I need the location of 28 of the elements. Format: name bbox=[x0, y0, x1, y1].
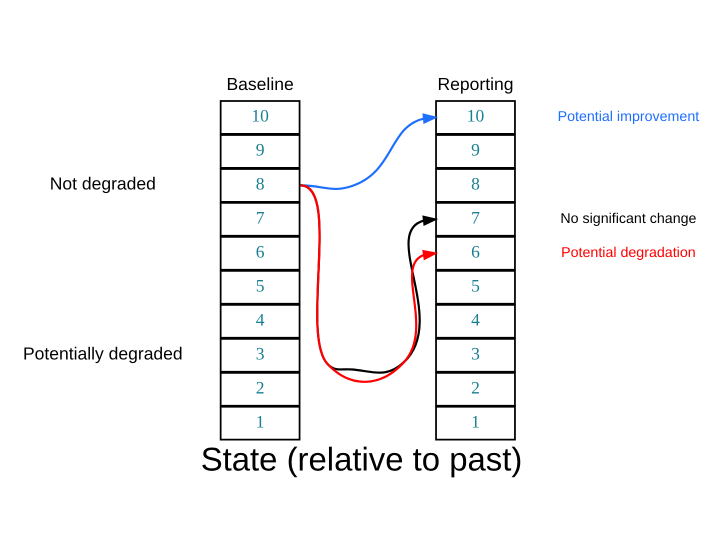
label: Potentially degraded bbox=[22, 342, 183, 363]
node-box: 3 bbox=[220, 337, 300, 372]
node-box: 10 bbox=[435, 100, 516, 134]
node-box: 6 bbox=[435, 236, 516, 270]
node-box: 10 bbox=[220, 100, 300, 134]
node-box: 4 bbox=[220, 303, 300, 338]
node-box: 4 bbox=[435, 303, 516, 338]
node-label: Potential improvement bbox=[558, 108, 700, 125]
node-box: 2 bbox=[435, 371, 516, 406]
node-box: 7 bbox=[435, 202, 516, 236]
node-box: 5 bbox=[435, 270, 516, 304]
node-label: No significant change bbox=[560, 210, 696, 227]
node-box: 2 bbox=[220, 371, 300, 406]
node-box: 9 bbox=[435, 134, 516, 168]
caption: State (relative to past) bbox=[200, 440, 522, 477]
node-box: 8 bbox=[435, 168, 516, 202]
label: Reporting bbox=[438, 73, 514, 94]
node-box: 5 bbox=[220, 270, 300, 304]
node-label: Potential degradation bbox=[561, 244, 696, 261]
node-box: 8 bbox=[220, 168, 300, 202]
node-box: 1 bbox=[220, 405, 300, 440]
node-box: 1 bbox=[435, 405, 516, 440]
node-box: 9 bbox=[220, 134, 300, 168]
label: Not degraded bbox=[50, 173, 156, 194]
label: Baseline bbox=[226, 73, 294, 94]
node-box: 3 bbox=[435, 337, 516, 372]
node-box: 7 bbox=[220, 202, 300, 236]
node-box: 6 bbox=[220, 236, 300, 270]
